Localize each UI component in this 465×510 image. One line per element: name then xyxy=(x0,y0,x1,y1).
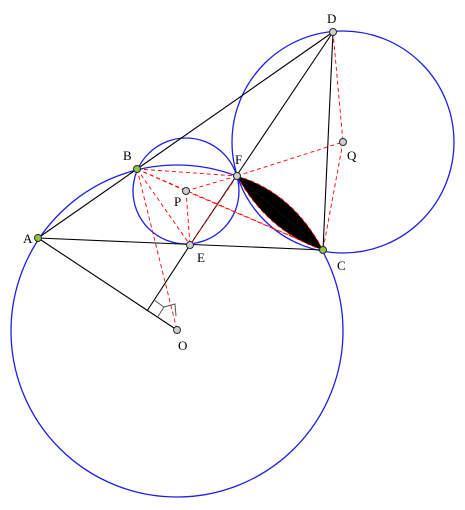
right-angle-mark-O xyxy=(163,303,177,317)
label-E: E xyxy=(197,250,205,265)
dashed-FQ xyxy=(236,141,344,177)
point-Q xyxy=(339,138,347,146)
label-D: D xyxy=(327,11,336,26)
point-O xyxy=(173,326,181,334)
label-P: P xyxy=(174,194,181,209)
circle-Q xyxy=(231,30,455,254)
dashed-BE xyxy=(136,168,191,246)
circle-O xyxy=(10,164,344,498)
label-Q: Q xyxy=(347,148,357,163)
label-F: F xyxy=(235,152,242,167)
point-D xyxy=(329,28,337,36)
label-C: C xyxy=(337,258,346,273)
point-E xyxy=(186,241,194,249)
segment-AO xyxy=(37,237,178,331)
dashed-arc-FC-lower xyxy=(236,175,324,251)
dashed-DQ xyxy=(332,31,344,143)
dashed-BF xyxy=(136,168,238,177)
dashed-PC xyxy=(185,190,324,251)
dashed-PF xyxy=(185,175,238,192)
segment-BD xyxy=(136,31,334,170)
point-F xyxy=(233,172,241,180)
point-C xyxy=(319,246,327,254)
label-O: O xyxy=(178,338,187,353)
segment-CD xyxy=(322,31,334,251)
point-B xyxy=(133,165,141,173)
segment-ED xyxy=(189,31,334,246)
segment-AC xyxy=(37,237,324,251)
segment-AB xyxy=(37,168,138,239)
label-A: A xyxy=(23,231,33,246)
dashed-PE xyxy=(185,190,191,246)
point-P xyxy=(182,187,190,195)
label-B: B xyxy=(123,148,132,163)
dashed-BO xyxy=(136,168,178,331)
segment-E-foot xyxy=(146,244,191,312)
dashed-QC xyxy=(322,141,344,251)
point-A xyxy=(34,234,42,242)
